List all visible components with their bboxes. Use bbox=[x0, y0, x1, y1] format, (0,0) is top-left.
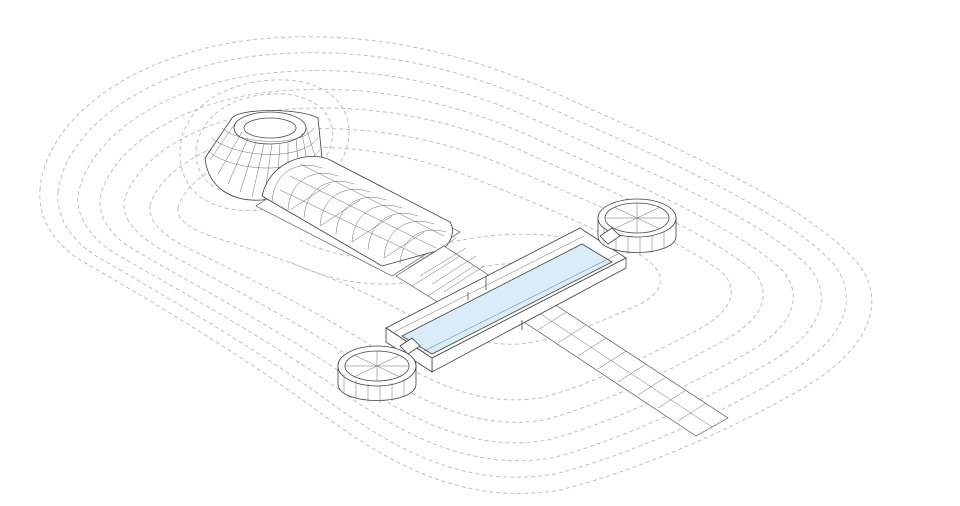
west-round-enclosure bbox=[337, 345, 417, 403]
round-spokes bbox=[603, 203, 669, 255]
round-spokes bbox=[343, 351, 409, 403]
contour-line bbox=[149, 128, 732, 401]
east-round-enclosure bbox=[597, 198, 677, 255]
walkway-joints bbox=[407, 237, 485, 297]
pool-posts bbox=[467, 276, 523, 330]
contour-line bbox=[123, 107, 764, 423]
pool bbox=[385, 227, 627, 373]
pool-connectors bbox=[399, 227, 621, 355]
cone-top-ring bbox=[233, 111, 307, 145]
walkway-slab bbox=[517, 299, 729, 437]
contour-line bbox=[77, 70, 822, 462]
cone-oculus bbox=[243, 117, 297, 139]
walkway-joints bbox=[532, 308, 713, 428]
contour-line bbox=[179, 79, 350, 211]
contour-line bbox=[57, 52, 847, 478]
contour-line bbox=[299, 233, 581, 258]
pool-water bbox=[401, 243, 613, 355]
vault-roof bbox=[261, 156, 453, 267]
pool-wall-hatching bbox=[393, 235, 619, 353]
contour-line bbox=[39, 36, 873, 494]
south-walkway bbox=[517, 299, 729, 437]
vault-ribs bbox=[271, 163, 447, 265]
